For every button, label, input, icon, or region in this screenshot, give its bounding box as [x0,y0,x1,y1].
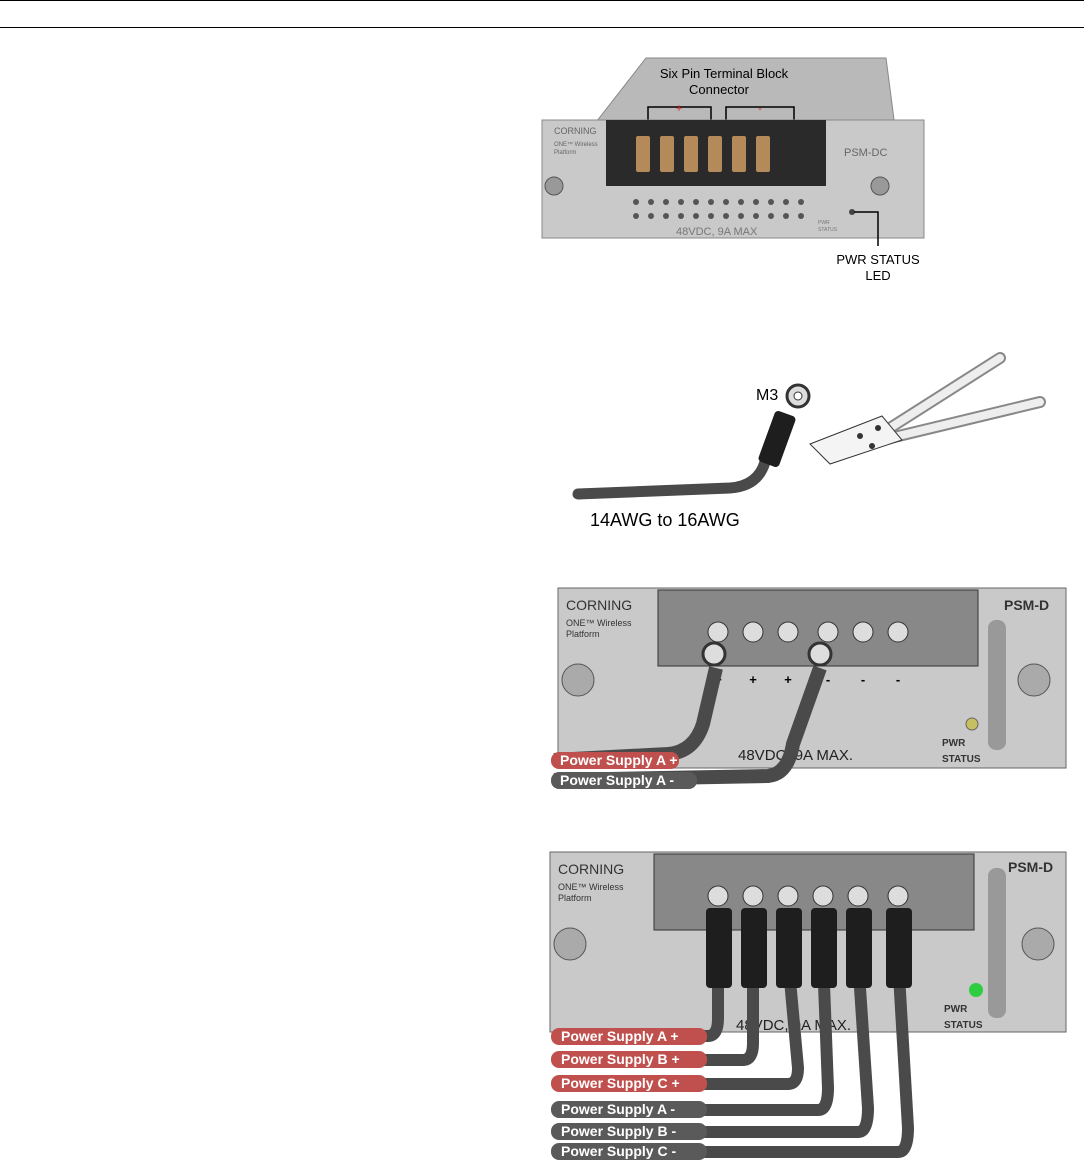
screw-icon [544,176,564,196]
pwr-status-led [969,983,983,997]
panel-status-line1: PWR [818,220,830,226]
callout-title-line2: Connector [689,82,750,97]
wire-label-bg [551,1051,707,1068]
screw-icon [553,927,587,961]
wire-label-bg [551,1075,707,1092]
lug-label: M3 [756,387,778,404]
panel-model: PSM-D [1008,859,1053,875]
handle [988,620,1006,750]
status-label-line1: PWR [942,738,966,749]
minus-mark: - [758,101,762,115]
wire-label: Power Supply A - [561,1101,675,1117]
panel-status-line2: STATUS [818,227,838,233]
figure-psm-d-all-supplies: CORNING ONE™ Wireless Platform PSM-D 48V… [548,848,1068,1160]
polarity-mark: - [826,672,830,687]
wire-label: Power Supply A + [560,752,678,768]
wire-gauge-label: 14AWG to 16AWG [590,510,740,530]
wire-label: Power Supply A + [561,1028,679,1044]
panel-platform-line2: Platform [558,893,592,903]
status-label-line1: PWR [944,1004,968,1015]
led-callout-line2: LED [865,268,890,283]
polarity-mark: - [861,672,865,687]
pwr-status-led [965,717,979,731]
wire-label-bg [551,1101,707,1118]
panel-rating: 48VDC, 9A MAX [676,226,758,238]
pwr-status-led [849,209,855,215]
wire-label: Power Supply A - [560,772,674,788]
panel-platform-line1: ONE™ Wireless [558,882,624,892]
heat-shrink-sleeve [758,410,796,468]
led-callout-line1: PWR STATUS [836,252,920,267]
crimp-tool-icon [809,352,1046,465]
screw-icon [870,176,890,196]
polarity-mark: + [749,672,757,687]
panel-platform-line1: ONE™ Wireless [566,618,632,628]
header-rule-bottom [0,27,1084,28]
plus-mark: + [675,101,682,115]
panel-platform-line1: ONE™ Wireless [554,141,598,148]
screw-icon [1017,663,1051,697]
status-label-line2: STATUS [942,754,981,765]
wire-label: Power Supply B - [561,1123,676,1139]
wire-label: Power Supply B + [561,1051,680,1067]
wire-label-bg [551,1123,707,1140]
wire-label: Power Supply C - [561,1143,676,1159]
wire-label: Power Supply C + [561,1075,680,1091]
polarity-mark: + [784,672,792,687]
wire-label-bg [551,772,697,789]
panel-brand: CORNING [566,597,632,613]
status-label-line2: STATUS [944,1020,983,1031]
header-rule-top [0,0,1084,1]
panel-brand: CORNING [554,126,597,136]
figure-ring-lug-crimp: M3 14AWG to 16AWG [560,340,1060,540]
panel-platform-line2: Platform [566,629,600,639]
handle [988,868,1006,1018]
polarity-mark: - [896,672,900,687]
panel-model: PSM-D [1004,597,1049,613]
wire-label-bg [551,1028,707,1045]
screw-icon [1021,927,1055,961]
screw-icon [561,663,595,697]
wire-label-bg [551,1143,707,1160]
figure-psm-d-single-supply: CORNING ONE™ Wireless Platform PSM-D + +… [548,584,1068,794]
panel-platform-line2: Platform [554,150,576,156]
wire-label-bg [551,752,679,769]
panel-brand: CORNING [558,861,624,877]
panel-model: PSM-DC [844,147,887,159]
figure-psm-dc-terminal-block: Six Pin Terminal Block Connector + - COR… [536,50,936,290]
callout-title-line1: Six Pin Terminal Block [660,66,789,81]
